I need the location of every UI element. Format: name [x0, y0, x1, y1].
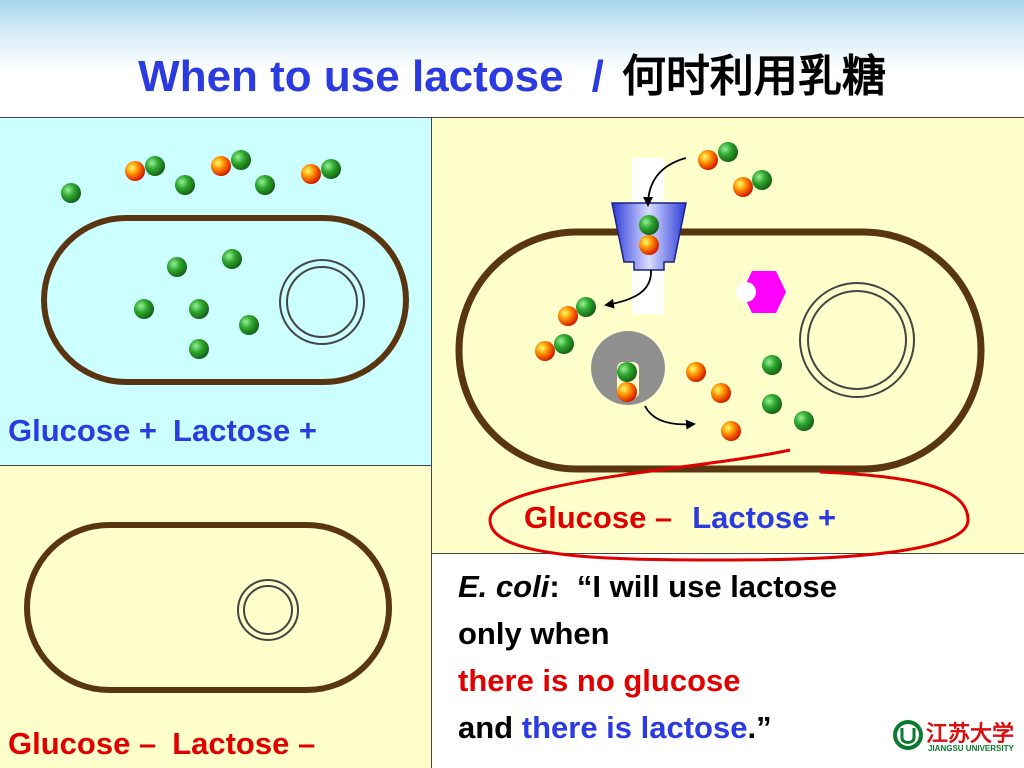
- hexagon-protein: [742, 271, 786, 313]
- glucose-unit: [617, 362, 637, 382]
- lactose-status: Lactose +: [692, 500, 837, 535]
- transport-arrows: [604, 157, 696, 430]
- glucose-unit: [554, 334, 574, 354]
- glucose-unit: [145, 156, 165, 176]
- nucleoid-inner: [807, 290, 907, 390]
- galactose-unit: [733, 177, 753, 197]
- label-top-right: Glucose – Lactose +: [524, 500, 836, 536]
- glucose-molecule: [167, 257, 187, 277]
- lactose-status: Lactose –: [172, 726, 316, 761]
- galactose-molecule: [686, 362, 706, 382]
- organism-name: E. coli: [458, 569, 550, 604]
- cell-wall: [41, 215, 409, 385]
- panel-glucose-minus-lactose-minus: [0, 465, 432, 768]
- galactose-unit: [125, 161, 145, 181]
- nucleoid-outer: [237, 579, 299, 641]
- galactose-unit: [535, 341, 555, 361]
- galactose-unit: [698, 150, 718, 170]
- title-band: [0, 0, 1024, 114]
- university-emblem-icon: [893, 720, 923, 750]
- arrow-cleavage: [644, 405, 696, 430]
- glucose-status: Glucose +: [8, 413, 158, 448]
- university-name-en: JIANGSU UNIVERSITY: [928, 744, 1014, 753]
- cell-wall: [455, 228, 985, 473]
- quote-colon: :: [549, 569, 560, 604]
- glucose-molecule: [189, 339, 209, 359]
- galactose-unit: [617, 382, 637, 402]
- glucose-unit: [718, 142, 738, 162]
- glucose-status: Glucose –: [8, 726, 157, 761]
- glucose-unit: [321, 159, 341, 179]
- galactose-unit: [211, 156, 231, 176]
- galactose-unit: [301, 164, 321, 184]
- panel-glucose-minus-lactose-plus: [432, 117, 1024, 554]
- label-bottom-left: Glucose – Lactose –: [8, 726, 315, 762]
- nucleoid-inner: [286, 266, 358, 338]
- cell-wall: [24, 522, 392, 693]
- quote-line-3-b: there is lactose: [521, 710, 748, 745]
- glucose-molecule: [762, 394, 782, 414]
- nucleoid-outer: [279, 259, 365, 345]
- lactose-status: Lactose +: [173, 413, 317, 448]
- glucose-molecule: [255, 175, 275, 195]
- glucose-unit: [576, 297, 596, 317]
- galactose-unit: [639, 235, 659, 255]
- title-english: When to use lactose: [138, 52, 564, 101]
- label-top-left: Glucose + Lactose +: [8, 413, 317, 449]
- hexagon-binding-site: [736, 282, 756, 302]
- arrow-into-cell: [604, 269, 652, 309]
- galactose-molecule: [711, 383, 731, 403]
- university-logo: 江苏大学 JIANGSU UNIVERSITY: [892, 714, 1016, 758]
- page-title: When to use lactose / 何时利用乳糖: [0, 40, 1024, 104]
- cell-top-left: [41, 215, 409, 385]
- glucose-status: Glucose –: [524, 500, 673, 535]
- nucleoid-inner: [243, 585, 293, 635]
- glucose-unit: [231, 150, 251, 170]
- ecoli-quote: E. coli: “I will use lactose only when t…: [458, 563, 878, 751]
- nucleoid-outer: [799, 282, 915, 398]
- glucose-molecule: [222, 249, 242, 269]
- glucose-molecule: [189, 299, 209, 319]
- quote-line-3-a: and: [458, 710, 514, 745]
- title-chinese: 何时利用乳糖: [621, 51, 886, 102]
- galactose-molecule: [721, 421, 741, 441]
- molecules-top-right: [535, 142, 814, 441]
- glucose-molecule: [175, 175, 195, 195]
- university-name-cn: 江苏大学: [926, 721, 1015, 747]
- cell-bottom-left: [24, 522, 392, 693]
- quote-line-1: “I will use lactose only when: [458, 569, 838, 651]
- glucose-molecule: [762, 355, 782, 375]
- highlight-ellipse: [488, 448, 970, 562]
- glucose-molecule: [134, 299, 154, 319]
- glucose-unit: [639, 215, 659, 235]
- arrow-into-permease: [643, 157, 687, 207]
- molecules-top-left: [61, 150, 341, 359]
- glucose-molecule: [239, 315, 259, 335]
- glucose-unit: [752, 170, 772, 190]
- panel-glucose-plus-lactose-plus: [0, 117, 432, 465]
- quote-line-3-c: .”: [747, 710, 772, 745]
- glucose-molecule: [61, 183, 81, 203]
- galactose-unit: [558, 306, 578, 326]
- cell-top-right: [455, 158, 985, 473]
- quote-line-2: there is no glucose: [458, 663, 741, 698]
- title-separator: /: [591, 52, 604, 101]
- glucose-molecule: [794, 411, 814, 431]
